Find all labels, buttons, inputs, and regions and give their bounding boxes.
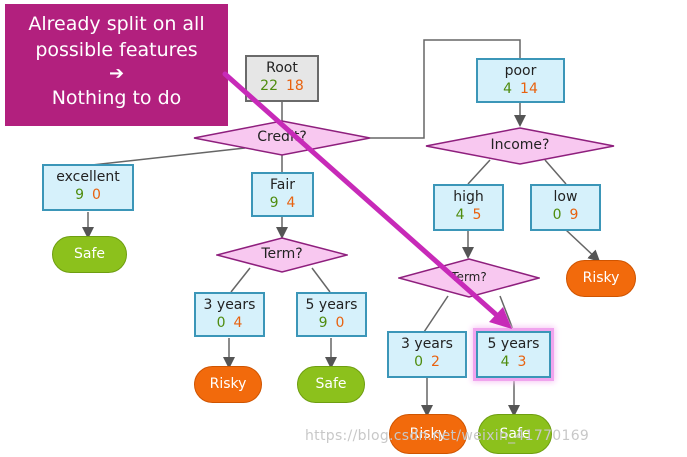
node-high-risky: 5 [472, 207, 482, 223]
leaf-low-risky: Risky [566, 260, 636, 297]
decision-term-right: Term? [398, 258, 540, 298]
node-fair-label: Fair [270, 177, 295, 193]
node-low-label: low [553, 189, 578, 205]
callout-line-1: Already split on all [28, 13, 205, 35]
edge-term-right-5years [499, 295, 515, 333]
node-fair-safe: 9 [269, 195, 279, 211]
node-poor-risky: 14 [520, 81, 538, 97]
node-high-3years-risky: 2 [431, 354, 440, 370]
decision-term-left: Term? [216, 237, 348, 273]
node-fair-3years-safe: 0 [216, 315, 226, 331]
node-fair-3years-label: 3 years [203, 297, 256, 313]
node-fair-5years-label: 5 years [305, 297, 358, 313]
node-fair-5years-safe: 9 [318, 315, 328, 331]
edge-credit-poor [370, 39, 521, 139]
edge-term-right-3years [423, 295, 449, 333]
node-high-5years-label: 5 years [487, 336, 540, 352]
edge-income-high [467, 159, 491, 185]
node-excellent-safe: 9 [75, 187, 84, 203]
node-root-label: Root [266, 60, 298, 76]
node-high-3years-label: 3 years [401, 336, 453, 352]
leaf-excellent-safe: Safe [52, 236, 127, 273]
decision-income-label: Income? [490, 137, 550, 153]
edge-low-risky [565, 229, 601, 263]
node-poor-label: poor [504, 63, 537, 79]
node-high-5years-safe: 4 [500, 354, 510, 370]
leaf-fair3y-risky: Risky [194, 366, 262, 403]
edge-term-3years [230, 267, 251, 293]
leaf-high5y-safe: Safe [478, 414, 552, 454]
node-root-safe: 22 [260, 78, 278, 94]
node-root-risky: 18 [286, 78, 304, 94]
arrow-right-icon: ➔ [108, 63, 125, 84]
node-excellent-label: excellent [56, 169, 120, 185]
node-high-5years-risky: 3 [517, 354, 527, 370]
decision-credit: Credit? [193, 120, 371, 156]
node-high-3years-safe: 0 [414, 354, 423, 370]
edge-credit-excellent [91, 147, 246, 166]
decision-term-left-label: Term? [261, 246, 303, 262]
edge-income-low [544, 159, 567, 185]
node-fair-risky: 4 [286, 195, 296, 211]
node-high-safe: 4 [455, 207, 465, 223]
node-low-safe: 0 [552, 207, 562, 223]
node-fair-5years-risky: 0 [335, 315, 345, 331]
leaf-fair5y-safe: Safe [297, 366, 365, 403]
callout-line-3: Nothing to do [51, 87, 182, 109]
node-high-label: high [453, 189, 484, 205]
decision-income: Income? [425, 127, 615, 165]
edge-term-5years [311, 267, 331, 293]
watermark-text: https://blog.csdn.net/weixin_41770169 [305, 428, 590, 444]
node-excellent-risky: 0 [92, 187, 101, 203]
node-fair-3years-risky: 4 [233, 315, 243, 331]
node-poor-safe: 4 [503, 81, 513, 97]
leaf-high3y-risky: Risky [389, 414, 467, 454]
node-low-risky: 9 [569, 207, 579, 223]
node-root: Root 22 18 [245, 55, 319, 102]
callout-line-2: possible features [35, 39, 198, 61]
callout-box: Already split on all possible features ➔… [5, 4, 228, 126]
node-poor: poor 4 14 [476, 58, 565, 103]
